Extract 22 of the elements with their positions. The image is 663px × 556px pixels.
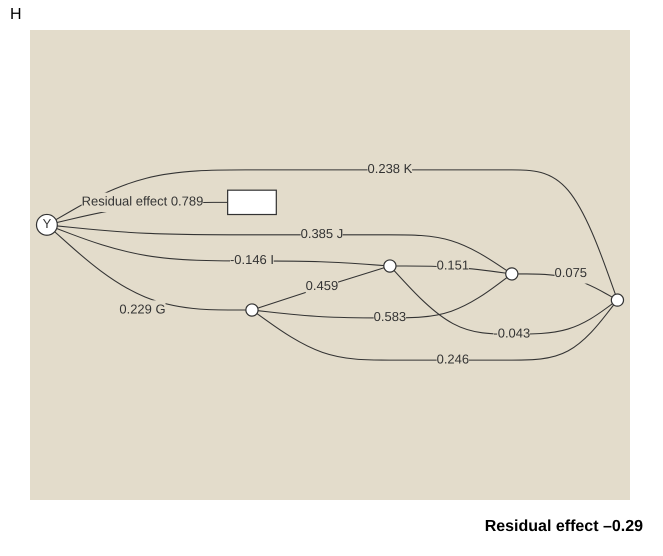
edge-label: 0.229 G xyxy=(119,302,166,316)
title: H xyxy=(10,6,22,24)
node-circle xyxy=(245,303,259,317)
edge-label: -0.146 I xyxy=(230,254,274,268)
connector xyxy=(258,277,508,318)
edge-label: Residual effect 0.789 xyxy=(82,195,204,209)
edge-label: 0.238 K xyxy=(368,162,412,176)
edge-label: 0.075 xyxy=(554,266,588,280)
edge-label: 0.385 J xyxy=(300,227,344,242)
connector xyxy=(256,304,614,361)
edge-label: 0.246 xyxy=(436,352,470,367)
edge-label: 0.583 xyxy=(374,310,406,324)
node-box xyxy=(227,190,277,216)
connector xyxy=(258,267,384,309)
node-circle xyxy=(383,259,397,273)
connector xyxy=(54,231,246,311)
node-circle xyxy=(610,293,624,307)
edge-label: -0.043 xyxy=(493,326,530,341)
node-circle: Y xyxy=(36,214,58,236)
edge-label: 0.151 xyxy=(436,258,470,272)
node-circle xyxy=(505,267,518,281)
edge-label: 0.459 xyxy=(306,280,338,294)
